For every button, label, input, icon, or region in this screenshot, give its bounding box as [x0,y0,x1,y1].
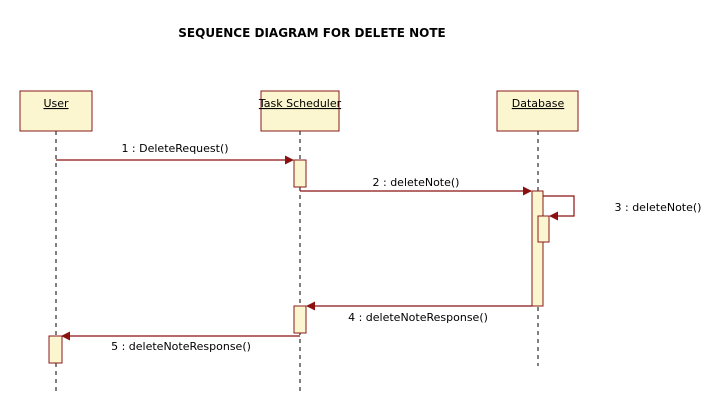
participant-database[interactable]: Database [496,90,579,132]
diagram-title: SEQUENCE DIAGRAM FOR DELETE NOTE [178,26,445,40]
message-3-label: 3 : deleteNote() [615,201,702,214]
activation-user-1 [48,335,63,364]
message-4[interactable]: 4 : deleteNoteResponse() [306,301,532,324]
activation-database-1 [531,190,544,307]
participant-user[interactable]: User [19,90,93,132]
participant-database-label: Database [512,97,565,110]
message-5-label: 5 : deleteNoteResponse() [111,340,251,353]
message-4-label: 4 : deleteNoteResponse() [348,311,488,324]
activation-task-scheduler-2 [293,305,307,334]
activation-task-scheduler-1 [293,159,307,188]
message-1-label: 1 : DeleteRequest() [121,142,228,155]
activation-database-2 [537,215,550,243]
message-1[interactable]: 1 : DeleteRequest() [56,142,294,165]
participant-task-scheduler[interactable]: Task Scheduler [258,90,342,132]
message-3[interactable]: 3 : deleteNote() [543,195,702,221]
message-5[interactable]: 5 : deleteNoteResponse() [61,331,300,353]
participant-task-scheduler-label: Task Scheduler [258,97,342,110]
message-2[interactable]: 2 : deleteNote() [300,176,532,196]
participant-user-label: User [43,97,69,110]
message-2-label: 2 : deleteNote() [373,176,460,189]
